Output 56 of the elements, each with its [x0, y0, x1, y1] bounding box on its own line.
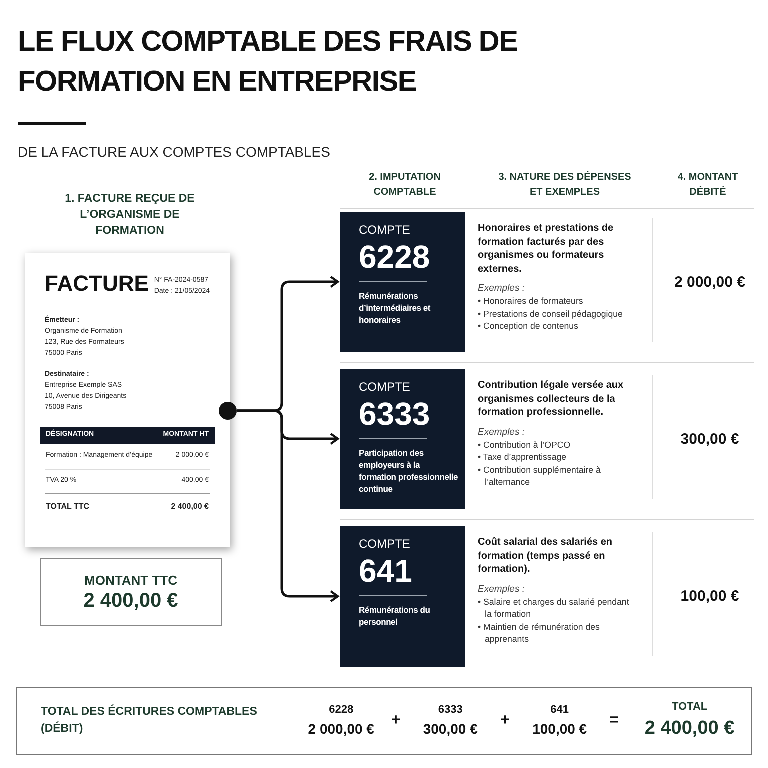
amount: 300,00 €: [423, 720, 478, 739]
example-item: • Conception de contenus: [478, 320, 580, 332]
total-amount: 2 400,00 €: [84, 588, 178, 612]
operator: +: [500, 711, 511, 731]
example-item: • Taxe d’apprentissage: [478, 451, 568, 464]
arrow: [237, 410, 340, 603]
debit-amount: 100,00 €: [680, 587, 740, 607]
examples-heading: Exemples :: [478, 426, 526, 438]
example-item: • Honoraires de formateurs: [478, 295, 584, 308]
account-description: Rémunérations du personnel: [359, 604, 432, 628]
account-label: COMPTE: [359, 538, 412, 550]
table-cell: TOTAL TTC: [46, 501, 90, 513]
subtitle: DE LA FACTURE AUX COMPTES COMPTABLES: [18, 143, 330, 162]
example-item: • Maintien de rémunération des apprenants: [478, 620, 601, 646]
account-number: 6228: [359, 241, 432, 273]
expense-description: Contribution légale versée aux organismes collecteurs de la formation professionnelle.: [478, 379, 625, 420]
account-card: [340, 369, 465, 509]
operator: =: [608, 711, 620, 731]
example-item: • Salaire et charges du salarié pendant la formation: [478, 596, 630, 620]
operator: +: [390, 711, 402, 731]
account-label: COMPTE: [359, 381, 412, 393]
summary-label: TOTAL DES ÉCRITURES COMPTABLES (DÉBIT): [40, 704, 258, 737]
account-number: 6228: [329, 703, 354, 718]
examples-heading: Exemples :: [478, 582, 526, 596]
debit-amount: 300,00 €: [680, 430, 740, 450]
account-number: 6333: [438, 703, 463, 718]
amount: 2 000,00 €: [308, 720, 374, 739]
account-description: Participation des employeurs à la formation professionnelle continue: [359, 447, 459, 495]
example-item: • Contribution à l’OPCO: [478, 438, 572, 451]
invoice-sheet: [25, 253, 230, 547]
column-heading: 4. MONTANT DÉBITÉ: [676, 171, 740, 200]
total-label: TOTAL: [672, 700, 708, 714]
page-title: LE FLUX COMPTABLE DES FRAIS DE FORMATION EN ENTREPRISE: [18, 25, 519, 100]
expense-description: Honoraires et prestations de formation facturés par des organismes ou formateurs externes.: [478, 222, 615, 276]
column-heading: 1. FACTURE REÇUE DE L’ORGANISME DE FORMATION: [64, 192, 196, 239]
total-amount: 2 400,00 €: [644, 717, 735, 741]
invoice-title: FACTURE: [45, 273, 149, 295]
summary-box: [16, 687, 752, 755]
debit-amount: 2 000,00 €: [674, 273, 746, 293]
expense-description: Coût salarial des salariés en formation (temps passé en formation).: [478, 536, 614, 576]
account-label: COMPTE: [359, 224, 412, 236]
account-number: 6333: [359, 398, 432, 430]
example-item: • Prestations de conseil pédagogique: [478, 308, 624, 320]
account-card: [340, 212, 465, 352]
example-item: • Contribution supplémentaire à l’alternance: [478, 464, 602, 488]
account-number: 641: [359, 555, 414, 587]
table-cell: 2 400,00 €: [171, 501, 209, 513]
examples-heading: Exemples :: [478, 282, 526, 295]
amount: 100,00 €: [532, 720, 588, 739]
total-label: MONTANT TTC: [84, 572, 178, 588]
account-card: [340, 526, 465, 667]
account-description: Rémunérations d’intermédiaires et honoraires: [359, 290, 432, 326]
column-heading: 3. NATURE DES DÉPENSES ET EXEMPLES: [498, 170, 632, 200]
account-number: 641: [550, 703, 570, 718]
total-box: [40, 558, 222, 626]
column-heading: 2. IMPUTATION COMPTABLE: [368, 171, 442, 200]
